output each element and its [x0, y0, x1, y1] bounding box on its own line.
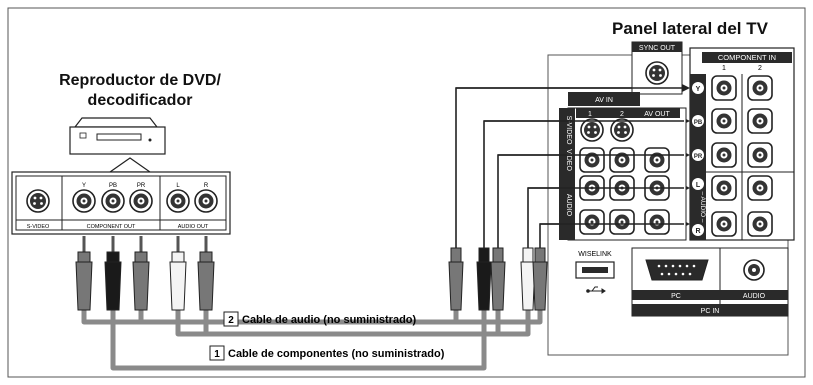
cable-audio-text: Cable de audio (no suministrado): [242, 314, 417, 326]
tv-plug-pr: [490, 247, 506, 311]
plug-l-white: [169, 236, 187, 311]
av-col1-label: 1: [588, 111, 592, 118]
component2-pr-jack: [747, 142, 773, 168]
dvd-plugs: [75, 236, 215, 311]
component1-pb-jack: [711, 108, 737, 134]
sync-out-jack: [645, 61, 669, 85]
sync-out-panel: SYNC OUT: [631, 41, 683, 95]
dvd-label-audio-out: AUDIO OUT: [178, 224, 209, 230]
dvd-svideo-jack: [26, 189, 50, 213]
avout-video-jack: [644, 147, 670, 173]
component2-y-jack: [747, 75, 773, 101]
plug-y-green: [75, 236, 93, 311]
av2-svideo-jack: [610, 118, 634, 142]
tv-plug-l: [520, 247, 536, 311]
usb-icon: [586, 286, 606, 294]
cable-audio-number: 2: [228, 315, 234, 326]
avout-r-jack: [644, 209, 670, 235]
tv-panel-title: Panel lateral del TV: [612, 19, 769, 38]
pc-label: PC: [671, 293, 681, 300]
tv-plug-r: [532, 247, 548, 311]
dvd-jack-panel: Y PB PR L R S-VIDEO COMPONENT OUT AUDIO …: [11, 171, 231, 235]
component-in-panel: COMPONENT IN 1 2 Y PB PR L R – AUDIO –: [689, 47, 795, 241]
tv-label-audio-side: – AUDIO –: [699, 191, 706, 222]
dvd-pb-jack: [101, 189, 125, 213]
av-label-svideo: S-VIDEO: [565, 116, 572, 145]
dvd-label-svideo: S-VIDEO: [27, 224, 50, 230]
av-label-audio: AUDIO: [565, 194, 572, 217]
tv-label-r: R: [695, 228, 700, 235]
dvd-title-line1: Reproductor de DVD/: [59, 72, 221, 89]
tv-label-l: L: [696, 182, 701, 189]
tv-label-pr: PR: [694, 154, 703, 160]
pc-in-panel: PC AUDIO PC IN: [631, 247, 789, 317]
component-in-label: COMPONENT IN: [718, 53, 776, 62]
plug-pr-gray: [132, 236, 150, 311]
cable-label-audio: 2 Cable de audio (no suministrado): [223, 311, 417, 327]
cable-component-text: Cable de componentes (no suministrado): [228, 348, 445, 360]
cable-label-component: 1 Cable de componentes (no suministrado): [209, 345, 445, 361]
av-panel: AV IN 1 2 AV OUT S-VIDEO VIDEO AUDIO: [559, 92, 687, 241]
wiselink-label: WISELINK: [578, 251, 612, 258]
av1-video-jack: [579, 147, 605, 173]
tv-plug-y: [448, 247, 464, 311]
av1-r-jack: [579, 209, 605, 235]
tv-label-pb: PB: [694, 120, 703, 126]
av-col2-label: 2: [620, 111, 624, 118]
plug-pb-black: [104, 236, 122, 311]
av1-svideo-jack: [580, 118, 604, 142]
cable-loops: [81, 310, 543, 371]
av-in-label: AV IN: [595, 97, 613, 104]
component2-pb-jack: [747, 108, 773, 134]
component1-y-jack: [711, 75, 737, 101]
component1-r-jack: [711, 211, 737, 237]
component1-l-jack: [711, 175, 737, 201]
tv-plug-pb: [476, 247, 492, 311]
cable-component-number: 1: [214, 349, 220, 360]
pc-audio-label: AUDIO: [743, 293, 766, 300]
vga-port: [645, 259, 709, 281]
dvd-label-pr: PR: [137, 183, 146, 189]
dvd-y-jack: [72, 189, 96, 213]
dvd-label-r: R: [204, 183, 209, 189]
av-label-video: VIDEO: [565, 149, 572, 171]
dvd-label-y: Y: [82, 183, 86, 189]
dvd-title-line2: decodificador: [88, 92, 193, 109]
tv-label-y: Y: [696, 86, 701, 93]
dvd-player-icon: [69, 117, 166, 155]
dvd-l-jack: [166, 189, 190, 213]
pc-in-label: PC IN: [701, 308, 720, 315]
dvd-label-l: L: [176, 183, 180, 189]
component2-r-jack: [747, 211, 773, 237]
component-col2-label: 2: [758, 65, 762, 72]
pc-audio-jack: [743, 259, 765, 281]
component-col1-label: 1: [722, 65, 726, 72]
dvd-label-pb: PB: [109, 183, 117, 189]
wiselink-port: WISELINK: [575, 251, 615, 294]
tv-plugs: [448, 247, 548, 311]
component1-pr-jack: [711, 142, 737, 168]
component2-l-jack: [747, 175, 773, 201]
dvd-r-jack: [194, 189, 218, 213]
dvd-label-component-out: COMPONENT OUT: [87, 224, 136, 230]
plug-r-gray: [197, 236, 215, 311]
tv-connection-lines-top: [456, 87, 684, 225]
av-out-label: AV OUT: [644, 111, 670, 118]
av2-r-jack: [609, 209, 635, 235]
sync-out-label: SYNC OUT: [639, 45, 676, 52]
dvd-pr-jack: [129, 189, 153, 213]
av2-video-jack: [609, 147, 635, 173]
